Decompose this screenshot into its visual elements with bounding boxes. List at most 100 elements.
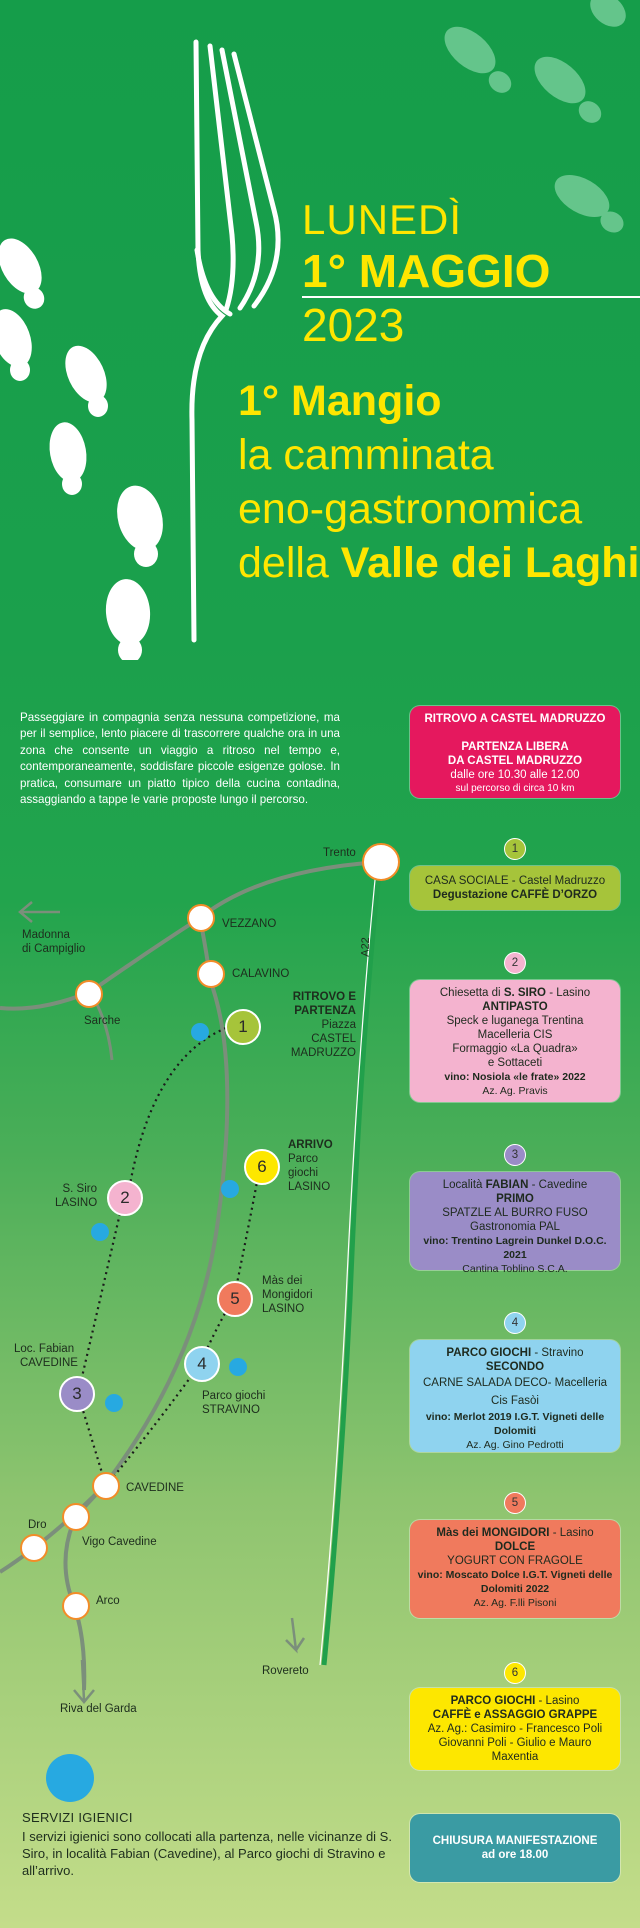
- stop-box-2: Chiesetta di S. SIRO - Lasino ANTIPASTO …: [410, 980, 620, 1102]
- label-rovereto: Rovereto: [262, 1665, 309, 1677]
- badge-6: 6: [504, 1662, 526, 1684]
- stop-2-producer: Az. Ag. Pravis: [482, 1085, 548, 1097]
- stop-4-wine: vino: Merlot 2019 I.G.T. Vigneti delle D…: [425, 1411, 605, 1437]
- stop-2-course: ANTIPASTO: [482, 1001, 548, 1013]
- label-vezzano: VEZZANO: [222, 918, 277, 930]
- title-line-3: eno-gastronomica: [238, 485, 583, 533]
- arrows: [18, 901, 306, 1704]
- service-dot-4: [105, 1394, 123, 1412]
- label-ritrovo-5: MADRUZZO: [290, 1047, 356, 1059]
- title-line-4: della Valle dei Laghi: [238, 536, 640, 590]
- stop-2-dish-4: e Sottaceti: [487, 1057, 543, 1069]
- stop-3-course: PRIMO: [496, 1193, 534, 1205]
- stop-box-5: Màs dei MONGIDORI - Lasino DOLCE YOGURT …: [410, 1520, 620, 1618]
- label-parco-2: STRAVINO: [202, 1404, 260, 1416]
- end-box-line-1: CHIUSURA MANIFESTAZIONE: [432, 1835, 598, 1847]
- stop-3-loc-prefix: Località: [442, 1179, 486, 1191]
- service-legend-dot: [46, 1754, 94, 1802]
- title-line-2: la camminata: [238, 431, 494, 479]
- title-line-4-prefix: della: [238, 539, 341, 587]
- map-stop-6: 6: [244, 1149, 280, 1185]
- stop-3-wine: vino: Trentino Lagrein Dunkel D.O.C. 202…: [423, 1235, 607, 1261]
- stop-4-producer: Az. Ag. Gino Pedrotti: [466, 1439, 564, 1451]
- service-dot-3: [91, 1223, 109, 1241]
- marker-cavedine: [92, 1472, 120, 1500]
- start-box: RITROVO A CASTEL MADRUZZO PARTENZA LIBER…: [410, 706, 620, 798]
- stop-5-loc-suffix: - Lasino: [549, 1527, 594, 1539]
- stop-4-dish-1: CARNE SALADA DECO- Macelleria Cis Fasòi: [422, 1377, 608, 1407]
- event-year: 2023: [302, 299, 405, 351]
- label-parco-1: Parco giochi: [202, 1390, 266, 1402]
- town-markers: [20, 843, 400, 1620]
- marker-calavino: [197, 960, 225, 988]
- label-mas-1: Màs dei: [262, 1275, 303, 1287]
- event-day: LUNEDÌ: [302, 196, 463, 243]
- marker-vezzano: [187, 904, 215, 932]
- marker-trento: [362, 843, 400, 881]
- stop-5-wine: vino: Moscato Dolce I.G.T. Vigneti delle…: [417, 1569, 613, 1595]
- start-box-line-1: PARTENZA LIBERA: [461, 741, 569, 753]
- label-vigo: Vigo Cavedine: [82, 1536, 157, 1548]
- label-ritrovo: RITROVO E PARTENZA Piazza CASTEL MADRUZZ…: [282, 990, 356, 1060]
- label-madonna-1: Madonna: [22, 929, 70, 941]
- start-box-line-4: sul percorso di circa 10 km: [455, 783, 575, 794]
- stop-5-location: Màs dei MONGIDORI - Lasino: [416, 1526, 614, 1540]
- marker-arco: [62, 1592, 90, 1620]
- stop-3-dish-2: Gastronomia PAL: [470, 1221, 560, 1233]
- stop-1-item: Degustazione CAFFÈ D’ORZO: [432, 889, 598, 901]
- label-ritrovo-2: PARTENZA: [294, 1005, 356, 1017]
- label-arrivo-1: ARRIVO: [288, 1139, 333, 1151]
- start-box-line-3: dalle ore 10.30 alle 12.00: [450, 769, 580, 781]
- stop-box-6: PARCO GIOCHI - Lasino CAFFÈ e ASSAGGIO G…: [410, 1688, 620, 1770]
- label-trento: Trento: [323, 847, 356, 859]
- label-mas-3: LASINO: [262, 1303, 305, 1315]
- route-map: [0, 843, 400, 1704]
- marker-vigo-cavedine: [62, 1503, 90, 1531]
- stop-1-location: CASA SOCIALE - Castel Madruzzo: [424, 875, 606, 887]
- label-madonna-2: di Campiglio: [22, 943, 86, 955]
- end-box: CHIUSURA MANIFESTAZIONE ad ore 18.00: [410, 1814, 620, 1882]
- stop-3-location: Località FABIAN - Cavedine: [416, 1178, 614, 1192]
- label-arco: Arco: [96, 1595, 120, 1607]
- label-arrivo-4: LASINO: [288, 1181, 331, 1193]
- marker-dro: [20, 1534, 48, 1562]
- stop-6-location: PARCO GIOCHI - Lasino: [416, 1694, 614, 1708]
- label-cavedine: CAVEDINE: [126, 1482, 184, 1494]
- stop-6-producer: Az. Ag.: Casimiro - Francesco Poli Giova…: [427, 1723, 603, 1763]
- stop-box-3: Località FABIAN - Cavedine PRIMO SPATZLE…: [410, 1172, 620, 1275]
- label-sarche: Sarche: [84, 1015, 121, 1027]
- label-arrivo: ARRIVO Parco giochi LASINO: [288, 1138, 333, 1194]
- service-dots: [91, 1023, 247, 1412]
- badge-5: 5: [504, 1492, 526, 1514]
- stop-box-4: PARCO GIOCHI - Stravino SECONDO CARNE SA…: [410, 1340, 620, 1452]
- title-line-4-bold: Valle dei Laghi: [340, 539, 640, 587]
- label-ritrovo-4: CASTEL: [311, 1033, 356, 1045]
- walking-route: [76, 1026, 262, 1487]
- stop-2-dish-3: Formaggio «La Quadra»: [452, 1043, 578, 1055]
- services-text: I servizi igienici sono collocati alla p…: [22, 1829, 392, 1878]
- label-madonna: Madonna di Campiglio: [22, 928, 85, 956]
- stop-2-wine: vino: Nosiola «le frate» 2022: [444, 1071, 586, 1083]
- stop-5-dish-1: YOGURT CON FRAGOLE: [447, 1555, 583, 1567]
- footprints-icon: [444, 0, 626, 233]
- stop-3-loc-suffix: - Cavedine: [528, 1179, 588, 1191]
- map-stop-5: 5: [217, 1281, 253, 1317]
- footprints-left-icon: [0, 238, 163, 660]
- header-illustration: [0, 0, 626, 660]
- a22-road-edge: [319, 869, 377, 1666]
- label-arrivo-3: giochi: [288, 1167, 319, 1179]
- stop-3-loc-bold: FABIAN: [485, 1179, 529, 1191]
- title-line-1: 1° Mangio: [238, 377, 442, 425]
- stop-3-dish-1: SPATZLE AL BURRO FUSO: [442, 1207, 588, 1219]
- service-dot-5: [229, 1358, 247, 1376]
- stop-5-course: DOLCE: [494, 1541, 536, 1553]
- stop-4-loc-bold: PARCO GIOCHI: [446, 1347, 532, 1359]
- intro-text: Passeggiare in compagnia senza nessuna c…: [20, 711, 340, 807]
- stop-2-location: Chiesetta di S. SIRO - Lasino: [416, 986, 614, 1000]
- fork-icon: [189, 39, 281, 643]
- label-a22: A22: [359, 937, 373, 957]
- start-box-line-2: DA CASTEL MADRUZZO: [447, 755, 583, 767]
- stop-5-producer: Az. Ag. F.lli Pisoni: [473, 1597, 557, 1609]
- label-mas-2: Mongidori: [262, 1289, 313, 1301]
- label-mas: Màs dei Mongidori LASINO: [262, 1274, 313, 1316]
